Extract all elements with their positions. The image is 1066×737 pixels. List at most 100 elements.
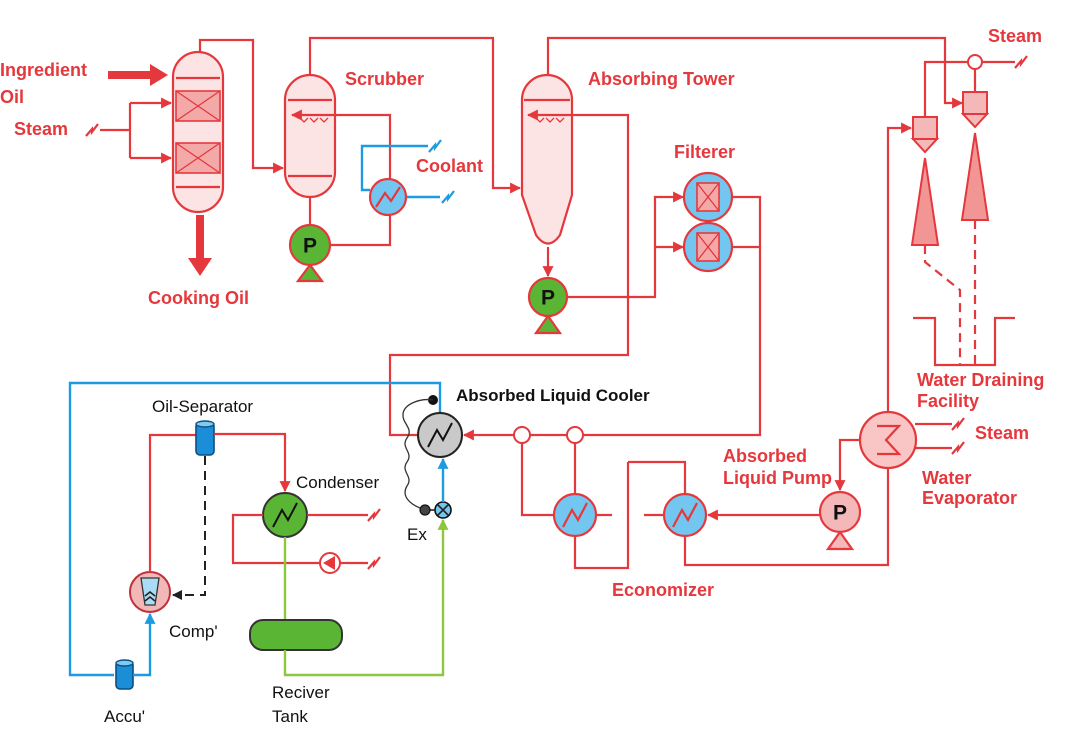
- compressor-discharge-line: [148, 433, 196, 572]
- label-compressor: Comp': [169, 622, 218, 641]
- steam-header-junction: [967, 54, 983, 70]
- packing-upper-x: [175, 90, 221, 122]
- scrubber-pump-discharge-line: [330, 215, 392, 247]
- label-absorbed-liquid-cooler: Absorbed Liquid Cooler: [456, 386, 650, 405]
- filterer-upper: [682, 171, 734, 223]
- ejector-left-nozzle: [910, 138, 940, 154]
- label-expansion-valve: Ex: [407, 525, 427, 544]
- deodorizing-column: [171, 50, 225, 214]
- label-coolant: Coolant: [416, 156, 483, 176]
- scrubber-cooler: [368, 177, 408, 217]
- label-ingredient-oil-line1: Ingredient: [0, 60, 87, 80]
- label-absorbed-liquid-pump-line1: Absorbed: [723, 446, 807, 466]
- ejector-right-nozzle: [960, 113, 990, 129]
- filterer-lower: [682, 221, 734, 273]
- receiver-to-expansion-valve-line: [283, 518, 449, 677]
- label-steam-inlet: Steam: [14, 119, 68, 139]
- label-economizer: Economizer: [612, 580, 714, 600]
- filterer-upper-x: [696, 182, 720, 212]
- economizer-left-coil: [562, 502, 588, 528]
- scrubber-vapor-to-tower-line: [308, 36, 522, 194]
- cooking-oil-outlet-arrow: [188, 215, 212, 276]
- scrubber-pump-base: [295, 263, 325, 283]
- label-absorbing-tower: Absorbing Tower: [588, 69, 735, 89]
- economizer-right-coil: [672, 502, 698, 528]
- absorbed-liquid-pump-body: [818, 490, 862, 534]
- scrubber-pump: P: [288, 223, 332, 283]
- scrubber-cooler-coil: [375, 186, 401, 208]
- label-scrubber: Scrubber: [345, 69, 424, 89]
- cooler-coil: [427, 422, 453, 448]
- absorbed-liquid-pump-base: [825, 530, 855, 551]
- label-filterer: Filterer: [674, 142, 735, 162]
- economizer-left-inlet-line: [520, 443, 554, 517]
- label-water-evaporator-line1: Water: [922, 468, 971, 488]
- junction-right: [566, 426, 584, 444]
- ejector-right-head: [962, 91, 988, 115]
- label-absorbed-liquid-pump-line2: Liquid Pump: [723, 468, 832, 488]
- label-oil-separator: Oil-Separator: [152, 397, 253, 416]
- refrigerant-suction-line: [68, 381, 442, 677]
- oil-return-dashed-line: [172, 456, 206, 600]
- column-vapor-to-scrubber-line: [198, 38, 285, 174]
- expansion-valve-actuator: [419, 504, 431, 516]
- condenser-coil: [272, 502, 298, 528]
- cooling-water-pump: [319, 552, 341, 574]
- water-evaporator-coil: [877, 424, 902, 456]
- absorbing-tower-pump: P: [527, 276, 569, 335]
- steam-ejector-left: [910, 116, 940, 246]
- water-evaporator: [858, 410, 918, 470]
- absorbing-tower-pump-base: [533, 314, 563, 335]
- label-accumulator: Accu': [104, 707, 145, 726]
- compressor: [129, 571, 171, 613]
- junction-left: [513, 426, 531, 444]
- economizer-cross-line: [573, 460, 687, 570]
- absorbed-liquid-pump: P: [818, 490, 862, 551]
- label-receiver-tank-line1: Reciver: [272, 683, 330, 702]
- coolant-supply-line: [360, 144, 428, 192]
- receiver-tank: [249, 619, 343, 651]
- compressor-chevrons: [144, 590, 156, 602]
- label-water-evaporator-line2: Evaporator: [922, 488, 1017, 508]
- condenser: [262, 492, 308, 538]
- scrubber: [283, 73, 337, 199]
- ingredient-oil-inlet-arrow: [108, 64, 168, 86]
- label-condenser: Condenser: [296, 473, 380, 492]
- oil-separator: [195, 420, 215, 456]
- scrubber-pump-label: P: [303, 235, 317, 258]
- filter-outlet-line: [583, 195, 762, 437]
- scrubber-vessel: [283, 73, 337, 199]
- absorbed-liquid-pump-symbol: P: [833, 502, 847, 525]
- economizer-exchanger-left: [552, 492, 598, 538]
- ejector-left-head: [912, 116, 938, 140]
- separator-to-condenser-line: [214, 432, 291, 493]
- packing-lower-x: [175, 142, 221, 174]
- evaporator-to-pump-line: [834, 438, 861, 492]
- filterer-lower-x: [696, 232, 720, 262]
- cooled-absorbent-return-line: [388, 109, 630, 437]
- expansion-valve: [419, 501, 452, 519]
- oil-separator-top: [195, 420, 215, 428]
- steam-inlet-line: [100, 103, 132, 158]
- label-water-draining-line1: Water Draining: [917, 370, 1044, 390]
- ejector-left-drain-dashed: [923, 245, 962, 365]
- water-evaporator-body: [858, 410, 918, 470]
- label-water-draining-line2: Facility: [917, 391, 979, 411]
- absorbing-tower-vapor-line: [546, 36, 964, 109]
- economizer-exchanger-right: [662, 492, 708, 538]
- accumulator-to-compressor-line: [133, 612, 156, 677]
- evaporator-steam-lines: [915, 422, 952, 450]
- label-ingredient-oil-line2: Oil: [0, 87, 24, 107]
- steam-supply-line: [923, 60, 1015, 117]
- evaporator-vapor-to-ejector-line: [886, 122, 913, 412]
- label-receiver-tank-line2: Tank: [272, 707, 308, 726]
- condenser-cooling-inlet-line: [231, 513, 368, 565]
- economizer-to-evaporator-line: [683, 468, 890, 567]
- absorbing-tower-pump-label: P: [541, 287, 555, 310]
- water-draining-basin: [913, 316, 1015, 367]
- absorbing-tower: [520, 73, 574, 245]
- accumulator: [115, 659, 134, 690]
- label-steam-top: Steam: [988, 26, 1042, 46]
- label-cooking-oil: Cooking Oil: [148, 288, 249, 308]
